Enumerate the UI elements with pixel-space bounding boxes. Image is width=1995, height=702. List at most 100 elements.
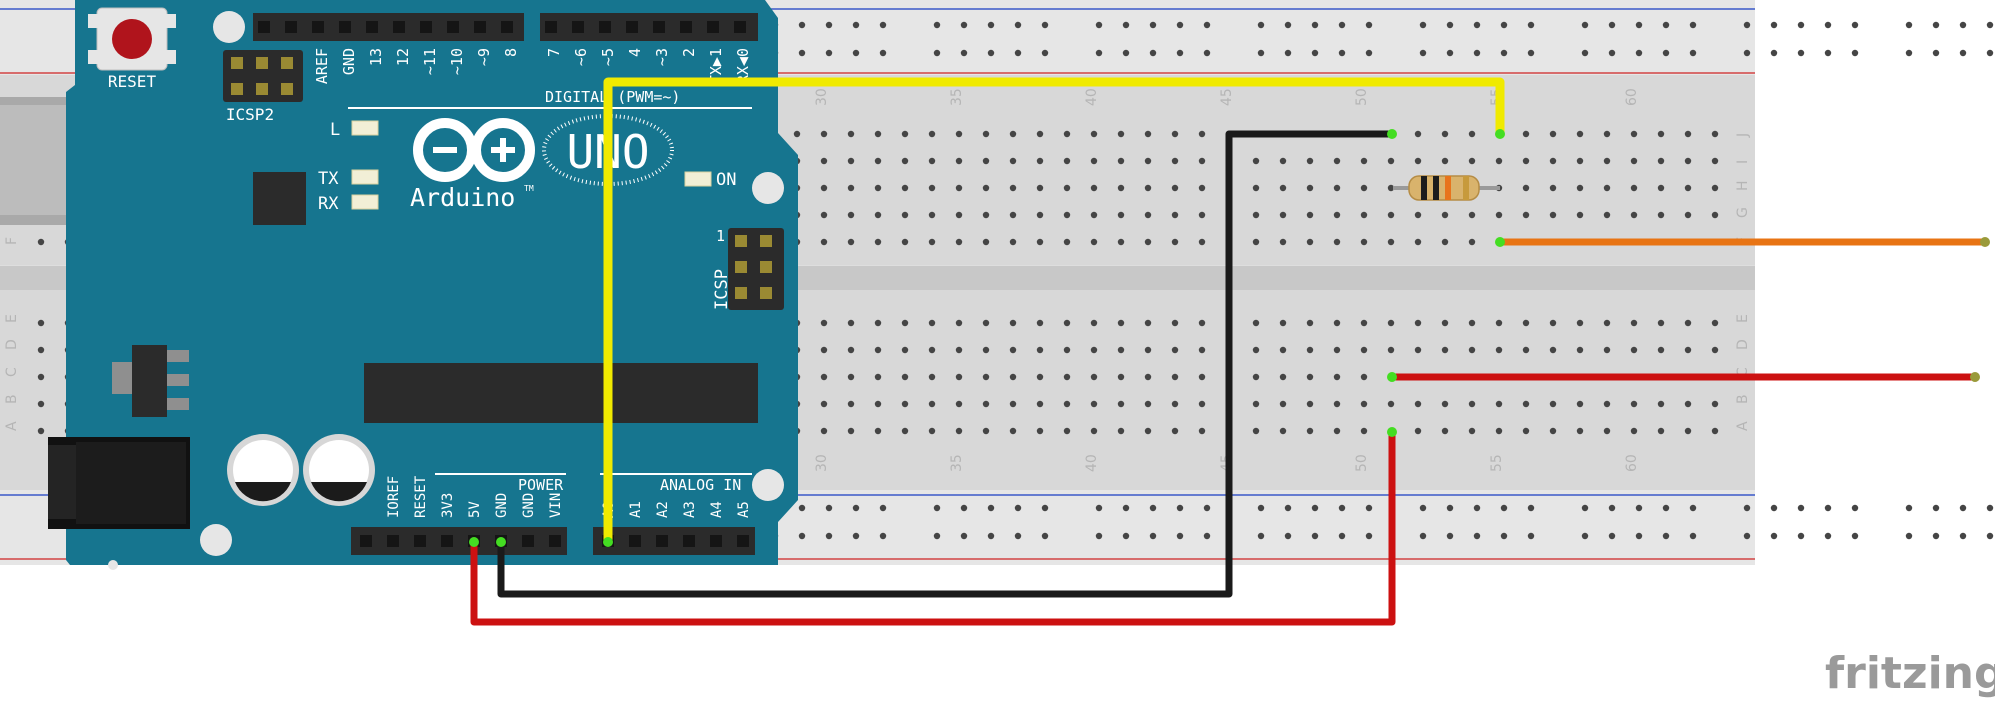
- breadboard-hole: [1009, 157, 1017, 165]
- pin-label-7: 7: [545, 48, 563, 57]
- breadboard-hole: [982, 319, 990, 327]
- breadboard-hole: [1252, 184, 1260, 192]
- resistor-band: [1421, 176, 1427, 200]
- rail-hole: [1905, 21, 1913, 29]
- breadboard-hole: [1603, 130, 1611, 138]
- breadboard-hole: [1711, 157, 1719, 165]
- breadboard-hole: [1495, 346, 1503, 354]
- resistor[interactable]: [1393, 175, 1500, 201]
- rail-hole: [1689, 21, 1697, 29]
- breadboard-hole: [1441, 319, 1449, 327]
- breadboard-hole: [1144, 238, 1152, 246]
- breadboard-hole: [955, 184, 963, 192]
- rail-hole: [1095, 504, 1103, 512]
- rail-hole: [1527, 49, 1535, 57]
- breadboard-hole: [1333, 157, 1341, 165]
- rail-hole: [1149, 504, 1157, 512]
- breadboard-hole: [820, 346, 828, 354]
- mounting-hole: [752, 172, 784, 204]
- yellow-wire[interactable]: [603, 77, 1505, 547]
- breadboard-hole: [1090, 346, 1098, 354]
- breadboard-hole: [1090, 130, 1098, 138]
- digital-label: DIGITAL (PWM=~): [545, 88, 680, 106]
- row-letter: D: [1735, 339, 1751, 350]
- breadboard-hole: [1414, 211, 1422, 219]
- rail-hole: [1986, 21, 1994, 29]
- breadboard-hole: [37, 238, 45, 246]
- reset-button[interactable]: [88, 7, 176, 71]
- header-pin: [285, 21, 297, 33]
- breadboard-hole: [955, 427, 963, 435]
- breadboard-hole: [1063, 157, 1071, 165]
- breadboard-hole: [1063, 130, 1071, 138]
- breadboard-hole: [1009, 130, 1017, 138]
- breadboard-hole: [1630, 319, 1638, 327]
- column-number: 35: [949, 454, 965, 472]
- reset-button-cap[interactable]: [112, 19, 152, 59]
- rail-hole: [825, 49, 833, 57]
- rail-hole: [1257, 21, 1265, 29]
- breadboard-hole: [1279, 400, 1287, 408]
- arduino-uno-board[interactable]: RESET ICSP2 AREF GND 13 12: [0, 0, 798, 570]
- pin-label-a5: A5: [736, 501, 752, 518]
- wire-endpoint: [1980, 237, 1990, 247]
- breadboard-hole: [982, 373, 990, 381]
- header-pin: [474, 21, 486, 33]
- breadboard-hole: [1252, 373, 1260, 381]
- wire-endpoint: [496, 537, 506, 547]
- rail-hole: [879, 504, 887, 512]
- breadboard-hole: [1360, 346, 1368, 354]
- column-number: 30: [814, 88, 830, 106]
- led-rx-label: RX: [318, 194, 339, 214]
- red-wire[interactable]: [470, 428, 1396, 626]
- header-pin: [549, 535, 561, 547]
- breadboard-hole: [1333, 319, 1341, 327]
- header-pin: [501, 21, 513, 33]
- rail-hole: [1338, 49, 1346, 57]
- breadboard-hole: [1063, 346, 1071, 354]
- breadboard-hole: [1603, 319, 1611, 327]
- breadboard-hole: [955, 157, 963, 165]
- pin-label-rx0: RX◀0: [734, 48, 752, 84]
- breadboard-hole: [1063, 238, 1071, 246]
- trademark-text: TM: [524, 184, 534, 193]
- breadboard-hole: [874, 346, 882, 354]
- led-l: [351, 120, 379, 136]
- column-number: 40: [1084, 88, 1100, 106]
- header-pin: [366, 21, 378, 33]
- breadboard-hole: [955, 400, 963, 408]
- wire-endpoint: [603, 537, 613, 547]
- rail-hole: [1122, 504, 1130, 512]
- rail-hole: [1743, 49, 1751, 57]
- breadboard-hole: [1684, 130, 1692, 138]
- breadboard-hole: [820, 319, 828, 327]
- rail-hole: [1905, 532, 1913, 540]
- rail-hole: [1473, 504, 1481, 512]
- breadboard-hole: [1414, 130, 1422, 138]
- rail-hole: [1770, 504, 1778, 512]
- breadboard-hole: [1036, 238, 1044, 246]
- rail-hole: [1500, 504, 1508, 512]
- breadboard-hole: [1009, 319, 1017, 327]
- rail-hole: [1473, 532, 1481, 540]
- breadboard-hole: [1036, 211, 1044, 219]
- breadboard-hole: [1171, 346, 1179, 354]
- rail-hole: [1959, 21, 1967, 29]
- led-l-label: L: [330, 120, 340, 140]
- column-number: 50: [1354, 88, 1370, 106]
- rail-hole: [1770, 49, 1778, 57]
- black-wire[interactable]: [497, 130, 1396, 598]
- breadboard-hole: [1198, 211, 1206, 219]
- breadboard-hole: [1063, 400, 1071, 408]
- atmega-chip: [364, 363, 758, 423]
- breadboard-hole: [820, 400, 828, 408]
- row-letter: F: [4, 237, 20, 245]
- breadboard-hole: [1198, 238, 1206, 246]
- breadboard-hole: [1198, 400, 1206, 408]
- breadboard-hole: [1576, 319, 1584, 327]
- rail-hole: [1473, 21, 1481, 29]
- breadboard-hole: [37, 319, 45, 327]
- header-pin: [545, 21, 557, 33]
- breadboard-hole: [1333, 427, 1341, 435]
- row-letters-left: F E D C B A: [4, 237, 20, 431]
